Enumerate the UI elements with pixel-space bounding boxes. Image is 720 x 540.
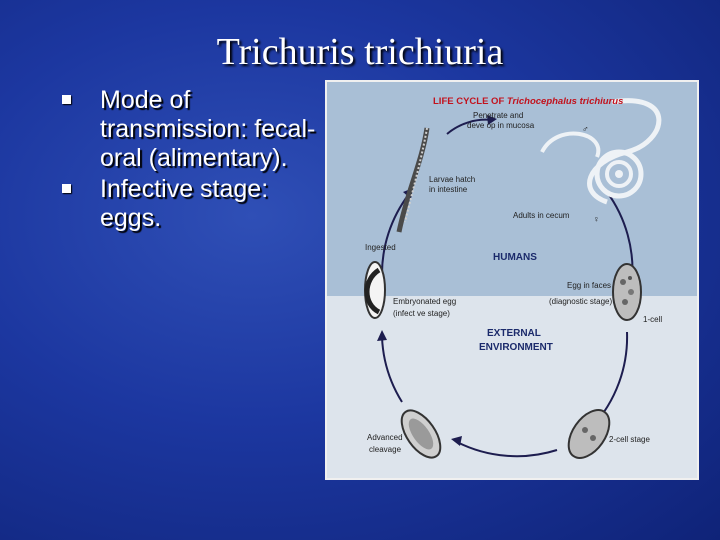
coiled-worm-icon <box>615 170 623 178</box>
square-bullet-icon <box>62 184 71 193</box>
label-one-cell: 1-cell <box>643 315 662 324</box>
bullet-highlight: Infective stage <box>100 175 262 203</box>
label-embryonated-egg: Embryonated egg <box>393 297 456 306</box>
larva-icon <box>396 127 430 233</box>
cycle-arrow <box>456 441 558 458</box>
bullet-text: : eggs. <box>100 175 269 232</box>
zone-label-external: EXTERNAL <box>487 328 541 339</box>
embryonated-egg-icon <box>364 261 386 319</box>
label-larvae: in intestine <box>429 185 468 194</box>
arrowhead-icon <box>451 436 462 446</box>
square-bullet-icon <box>62 95 71 104</box>
male-symbol: ♂ <box>582 124 589 134</box>
arrowhead-icon <box>487 115 497 125</box>
label-infective-stage: (infect ve stage) <box>393 309 450 318</box>
bullet-item-transmission: Mode of transmission: fecal-oral (alimen… <box>60 86 322 173</box>
coiled-worm-icon <box>605 160 633 188</box>
egg-in-faeces-icon <box>612 263 642 321</box>
arrowhead-icon <box>377 330 387 341</box>
diagram-svg: LIFE CYCLE OF Trichocephalus trichiurus … <box>364 96 662 459</box>
bullet-text: Mode of transmission: fecal-oral (alimen… <box>100 86 316 172</box>
slide-title: Trichuris trichiuria <box>216 31 504 73</box>
label-egg-in-faeces: Egg in faces <box>567 281 611 290</box>
label-penetrate: Penetrate and <box>473 111 523 120</box>
diagram-heading: LIFE CYCLE OF Trichocephalus trichiurus <box>433 96 623 107</box>
label-ingested: Ingested <box>365 243 396 252</box>
label-two-cell-stage: 2-cell stage <box>609 435 650 444</box>
label-diagnostic-stage: (diagnostic stage) <box>549 297 612 306</box>
zone-label-environment: ENVIRONMENT <box>479 342 553 353</box>
larva-icon <box>404 127 428 223</box>
two-cell-egg-icon <box>567 409 611 459</box>
bullet-item-infective-stage: Infective stage: eggs. <box>60 175 322 233</box>
coiled-worm-icon <box>594 149 644 199</box>
female-symbol: ♀ <box>593 214 600 224</box>
label-advanced: Advanced <box>367 433 403 442</box>
bullet-list: Mode of transmission: fecal-oral (alimen… <box>60 86 322 235</box>
label-penetrate: deve op in mucosa <box>467 121 535 130</box>
label-larvae: Larvae hatch <box>429 175 475 184</box>
advanced-cleavage-egg-icon <box>400 409 442 459</box>
label-cleavage: cleavage <box>369 445 402 454</box>
cycle-arrow <box>381 336 403 403</box>
life-cycle-diagram: LIFE CYCLE OF Trichocephalus trichiurus … <box>325 80 699 480</box>
adult-male-worm-icon <box>540 131 601 158</box>
label-adults: Adults in cecum <box>513 211 570 220</box>
environment-zone <box>327 296 697 478</box>
zone-label-humans: HUMANS <box>493 252 537 263</box>
